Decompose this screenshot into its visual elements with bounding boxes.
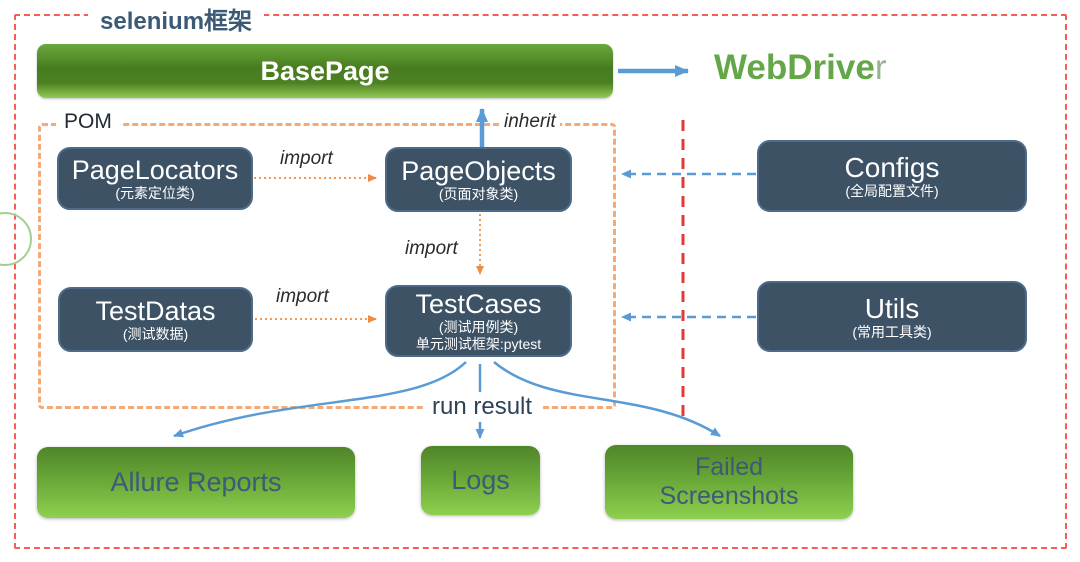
label-import-locators: import <box>276 148 337 170</box>
node-allure-reports: Allure Reports <box>37 447 355 518</box>
label-inherit: inherit <box>500 111 560 133</box>
node-logs: Logs <box>421 446 540 515</box>
node-testdatas: TestDatas (测试数据) <box>58 287 253 352</box>
node-pageobjects: PageObjects (页面对象类) <box>385 147 572 212</box>
node-utils: Utils (常用工具类) <box>757 281 1027 352</box>
configs-title: Configs <box>844 152 940 183</box>
label-import-objects: import <box>401 238 462 260</box>
pageobjects-title: PageObjects <box>401 155 556 186</box>
configs-subtitle: (全局配置文件) <box>845 183 939 199</box>
selenium-framework-frame <box>14 14 1067 549</box>
logs-label: Logs <box>451 465 510 495</box>
node-pagelocators: PageLocators (元素定位类) <box>57 147 253 210</box>
failed-screenshots-line1: Failed <box>694 453 764 481</box>
webdriver-label-main: WebDrive <box>714 48 875 87</box>
basepage-label: BasePage <box>260 55 390 86</box>
testcases-subtitle: (测试用例类) <box>438 318 519 335</box>
testdatas-title: TestDatas <box>95 295 216 326</box>
node-webdriver: WebDriver <box>714 48 886 88</box>
node-failed-screenshots: Failed Screenshots <box>605 445 853 519</box>
frame-title: selenium框架 <box>88 1 265 36</box>
allure-reports-label: Allure Reports <box>110 467 282 497</box>
testdatas-subtitle: (测试数据) <box>122 325 189 342</box>
testcases-subtitle2: 单元测试框架:pytest <box>415 335 542 352</box>
pagelocators-title: PageLocators <box>71 154 239 185</box>
pagelocators-subtitle: (元素定位类) <box>115 184 195 201</box>
utils-subtitle: (常用工具类) <box>852 323 932 340</box>
testcases-title: TestCases <box>415 288 542 319</box>
node-basepage: BasePage <box>37 44 613 98</box>
webdriver-label-tail: r <box>874 48 887 87</box>
utils-title: Utils <box>864 292 920 324</box>
node-testcases: TestCases (测试用例类) 单元测试框架:pytest <box>385 285 572 357</box>
failed-screenshots-line2: Screenshots <box>659 482 799 510</box>
node-configs: Configs (全局配置文件) <box>757 140 1027 212</box>
pom-group-label: POM <box>56 110 120 134</box>
pageobjects-subtitle: (页面对象类) <box>438 185 519 202</box>
label-import-datas: import <box>272 286 333 308</box>
label-run-result: run result <box>424 392 541 422</box>
